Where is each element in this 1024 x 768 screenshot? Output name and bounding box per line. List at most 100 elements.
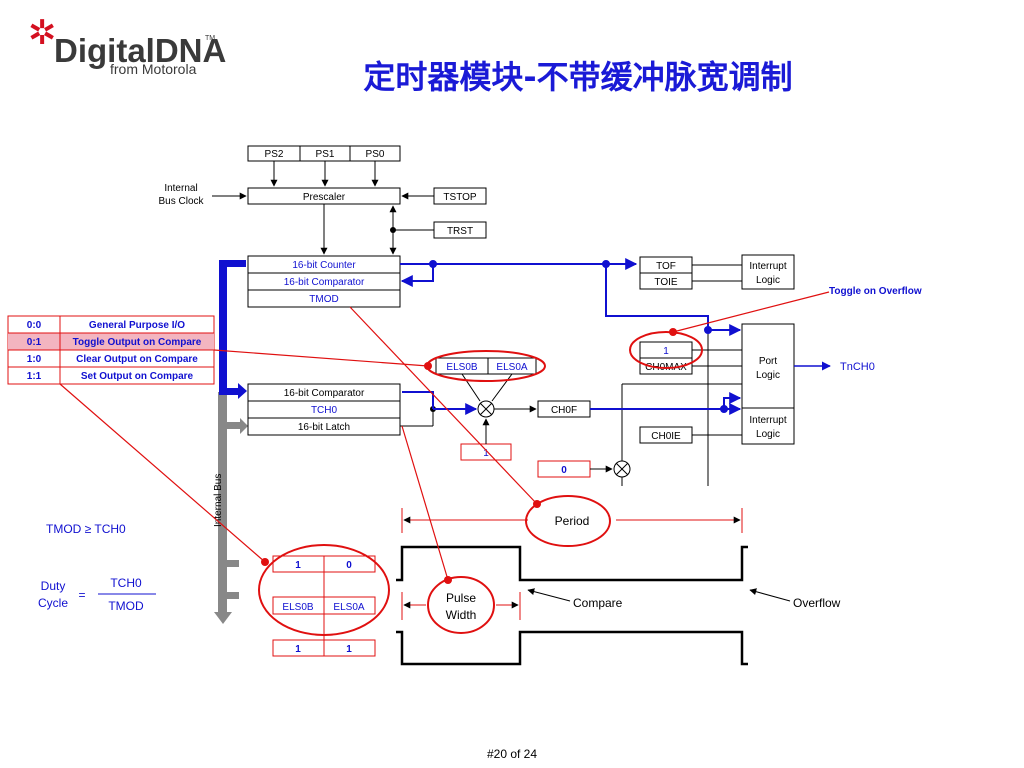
counter-to-comparator-wire bbox=[400, 264, 434, 287]
tmod-box bbox=[247, 289, 401, 308]
prescaler-section: PS2 PS1 PS0 Prescaler Internal Bus Clock… bbox=[158, 145, 487, 255]
els-mid-b: ELS0B bbox=[282, 602, 313, 613]
bus-clock-label-2: Bus Clock bbox=[158, 196, 204, 207]
dot bbox=[533, 500, 541, 508]
tmod-to-period-leader bbox=[349, 306, 538, 505]
mode-code: 1:1 bbox=[27, 371, 42, 382]
tof-label: TOF bbox=[656, 261, 676, 272]
compare-label: Compare bbox=[573, 596, 623, 610]
compare-arrow bbox=[527, 588, 571, 602]
overflow-label: Overflow bbox=[793, 596, 841, 610]
dot bbox=[444, 576, 452, 584]
dot bbox=[424, 362, 432, 370]
tch0-label: TCH0 bbox=[311, 405, 338, 416]
internal-bus: Internal Bus bbox=[213, 260, 248, 624]
mode-code: 0:1 bbox=[27, 337, 42, 348]
blue-bus-bottom bbox=[219, 388, 239, 395]
els-bottom-a: 1 bbox=[346, 644, 352, 655]
mode-desc: Toggle Output on Compare bbox=[73, 337, 202, 348]
tstop-label: TSTOP bbox=[443, 192, 476, 203]
mode-desc: Clear Output on Compare bbox=[76, 354, 198, 365]
comparator-ch-label: 16-bit Comparator bbox=[284, 388, 365, 399]
port-logic-label-2: Logic bbox=[756, 370, 780, 381]
logo-star-icon: ✲ bbox=[28, 13, 57, 53]
interrupt-logic-top-label-2: Logic bbox=[756, 275, 780, 286]
tmod-ge-tch0: TMOD ≥ TCH0 bbox=[46, 522, 126, 536]
dot bbox=[669, 328, 677, 336]
prescaler-label: Prescaler bbox=[303, 192, 346, 203]
dot bbox=[261, 558, 269, 566]
waveform-top bbox=[396, 545, 748, 582]
els-top-b: 1 bbox=[295, 560, 301, 571]
internal-bus-arrowhead bbox=[214, 612, 232, 624]
comparator-ch-wire bbox=[402, 391, 434, 409]
mode-to-els-table-leader bbox=[59, 383, 266, 563]
interrupt-logic-bottom-box bbox=[741, 407, 795, 445]
mode-code: 1:0 bbox=[27, 354, 42, 365]
internal-bus-gray bbox=[218, 392, 227, 614]
els-table: 1 0 ELS0B ELS0A 1 1 bbox=[272, 555, 376, 657]
pulse-label-1: Pulse bbox=[446, 591, 476, 605]
els0b-label: ELS0B bbox=[446, 362, 477, 373]
ps1-label: PS1 bbox=[316, 149, 335, 160]
bus-tap-latch-head bbox=[240, 418, 248, 434]
waveform-bottom bbox=[396, 630, 748, 666]
overflow-interrupt-section: TOF TOIE Interrupt Logic Toggle on Overf… bbox=[639, 254, 922, 297]
blue-wires bbox=[400, 258, 742, 415]
els-table-highlight-ellipse bbox=[258, 544, 390, 636]
interrupt-logic-bottom-label-1: Interrupt bbox=[749, 415, 786, 426]
toggle-overflow-leader bbox=[672, 291, 830, 333]
denominator: TMOD bbox=[108, 599, 144, 613]
els-mid-a: ELS0A bbox=[333, 602, 364, 613]
logo-tm: TM bbox=[205, 35, 215, 42]
ch0max-value: 1 bbox=[663, 346, 669, 357]
logo-brand: DigitalDNA bbox=[54, 32, 226, 69]
pulse-highlight-ellipse bbox=[427, 576, 495, 634]
ps2-label: PS2 bbox=[265, 149, 284, 160]
period-highlight-ellipse bbox=[525, 495, 611, 547]
ch0f-to-port-wire bbox=[723, 392, 742, 409]
channel-section: ELS0B ELS0A 16-bit Comparator TCH0 16-bi… bbox=[247, 357, 631, 478]
pulse-label-2: Width bbox=[446, 608, 477, 622]
interrupt-logic-top-box bbox=[741, 254, 795, 290]
bus-tap-1 bbox=[227, 560, 239, 567]
and-gate-icon bbox=[477, 400, 495, 418]
toie-label: TOIE bbox=[654, 277, 677, 288]
els0a-label: ELS0A bbox=[496, 362, 527, 373]
overflow-arrow bbox=[749, 588, 791, 602]
red-callouts bbox=[59, 291, 830, 636]
ps0-label: PS0 bbox=[366, 149, 385, 160]
internal-bus-label: Internal Bus bbox=[213, 474, 224, 527]
els0b-to-gate-line bbox=[461, 373, 481, 402]
counter-stack: 16-bit Counter 16-bit Comparator TMOD bbox=[247, 255, 401, 308]
interrupt-logic-bottom-label-2: Logic bbox=[756, 429, 780, 440]
bus-clock-label-1: Internal bbox=[164, 183, 197, 194]
cycle-label: Cycle bbox=[38, 596, 68, 610]
duty-cycle-formula: TMOD ≥ TCH0 Duty Cycle = TCH0 TMOD bbox=[38, 522, 156, 613]
mode-to-els-leader bbox=[213, 349, 429, 367]
interrupt-logic-top-label-1: Interrupt bbox=[749, 261, 786, 272]
mode-code: 0:0 bbox=[27, 320, 42, 331]
blue-bus-vertical bbox=[219, 260, 227, 395]
bus-tap-2 bbox=[227, 592, 239, 599]
bus-tap-latch bbox=[227, 422, 241, 429]
latch-label: 16-bit Latch bbox=[298, 422, 350, 433]
tmod-label: TMOD bbox=[309, 294, 338, 305]
red-callout-dots bbox=[261, 328, 677, 584]
els-top-a: 0 bbox=[346, 560, 352, 571]
page-number: #20 of 24 bbox=[487, 747, 537, 761]
ch0ie-label: CH0IE bbox=[651, 431, 681, 442]
duty-label: Duty bbox=[41, 579, 66, 593]
numerator: TCH0 bbox=[110, 576, 142, 590]
tch0-to-pulse-leader bbox=[401, 425, 449, 581]
els0a-to-gate-line bbox=[491, 373, 513, 402]
one-label: 1 bbox=[483, 448, 489, 459]
period-label: Period bbox=[555, 514, 590, 528]
port-logic-label-1: Port bbox=[759, 356, 778, 367]
waveforms: Period Pulse Width Compare Overflow bbox=[396, 508, 841, 666]
tnch0-label: TnCH0 bbox=[840, 361, 875, 373]
els-bottom-b: 1 bbox=[295, 644, 301, 655]
equals-label: = bbox=[78, 588, 85, 602]
mode-desc: General Purpose I/O bbox=[89, 320, 185, 331]
